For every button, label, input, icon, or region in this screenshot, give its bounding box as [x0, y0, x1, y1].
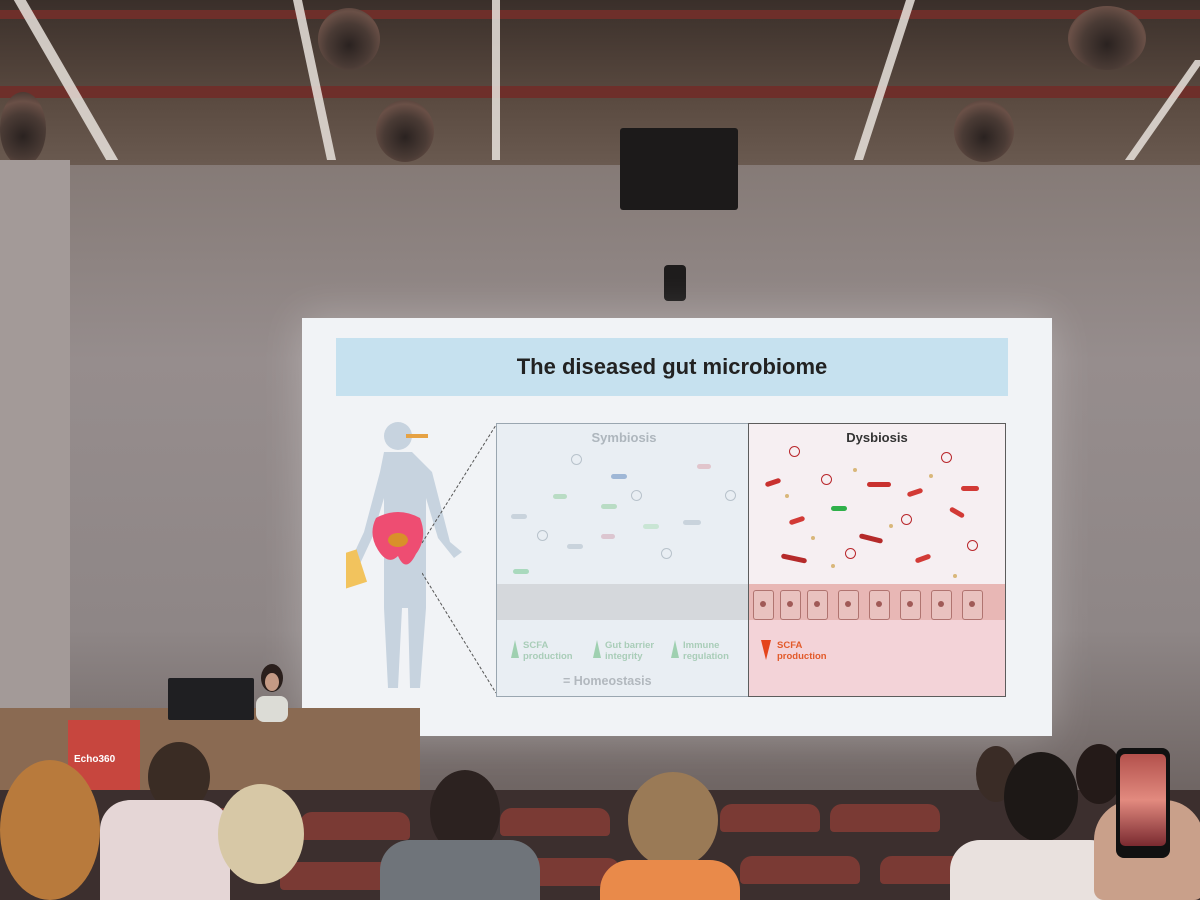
ceiling-beam	[0, 86, 1200, 98]
metabolite-dot	[953, 574, 957, 578]
camera-icon	[664, 265, 686, 301]
seat	[720, 804, 820, 832]
epithelial-cell	[838, 590, 859, 620]
virus-icon	[941, 452, 952, 463]
poster-text: Echo360	[74, 754, 116, 765]
virus-icon	[821, 474, 832, 485]
epithelial-cell	[900, 590, 921, 620]
virus-icon	[901, 514, 912, 525]
bacterium-icon	[780, 553, 808, 564]
dysbiosis-panel: Dysbiosis	[748, 423, 1006, 697]
seat	[300, 812, 410, 840]
virus-icon	[967, 540, 978, 551]
ceiling-speaker	[376, 100, 434, 162]
arrow-up-icon	[593, 640, 601, 658]
event-poster: Echo360	[68, 720, 140, 800]
audience-head	[1004, 752, 1078, 842]
slide-title: The diseased gut microbiome	[516, 354, 828, 379]
virus-icon	[845, 548, 856, 559]
audience-head	[0, 760, 100, 900]
ceiling	[0, 0, 1200, 165]
bacterium-icon	[831, 506, 847, 511]
human-body-icon	[346, 422, 462, 688]
epithelial-cell	[753, 590, 774, 620]
ceiling-speaker	[1068, 6, 1146, 70]
ceiling-speaker	[954, 100, 1014, 162]
ceiling-light	[492, 0, 500, 160]
left-wall	[0, 160, 70, 760]
seat	[830, 804, 940, 832]
audience-person	[950, 840, 1120, 900]
gut-epithelium	[497, 584, 751, 620]
audience-head	[218, 784, 304, 884]
stat-immune: Immune regulation	[683, 640, 729, 662]
ceiling-beam	[0, 10, 1200, 19]
epithelial-cell	[807, 590, 828, 620]
bacterium-icon	[513, 569, 529, 574]
virus-icon	[789, 446, 800, 457]
bacterium-icon	[867, 482, 891, 487]
zoom-lines	[422, 424, 497, 694]
dysbiosis-lower-area	[749, 620, 1005, 696]
seat	[500, 808, 610, 836]
dysbiosis-label: Dysbiosis	[846, 430, 908, 445]
metabolite-dot	[889, 524, 893, 528]
homeostasis-label: = Homeostasis	[563, 674, 652, 688]
ceiling-speaker	[318, 8, 380, 70]
ceiling-speaker	[0, 92, 46, 166]
virus-icon	[571, 454, 582, 465]
epithelial-cell	[780, 590, 801, 620]
arrow-up-icon	[511, 640, 519, 658]
bacterium-icon	[601, 504, 617, 509]
virus-icon	[725, 490, 736, 501]
audience-head	[628, 772, 718, 868]
bacterium-icon	[788, 515, 806, 526]
audience-person	[100, 800, 230, 900]
bacterium-icon	[683, 520, 701, 525]
arrow-down-icon	[761, 640, 771, 660]
bacterium-icon	[643, 524, 659, 529]
presenter	[256, 664, 288, 722]
metabolite-dot	[853, 468, 857, 472]
laptop	[168, 678, 254, 720]
epithelial-cell	[962, 590, 983, 620]
bacterium-icon	[961, 486, 979, 491]
stat-scfa-dysbiosis: SCFA production	[777, 640, 827, 662]
slide-title-band: The diseased gut microbiome	[336, 338, 1008, 396]
bacterium-icon	[906, 487, 924, 498]
symbiosis-panel: Symbiosis SCFA production Gut barrier in…	[496, 423, 752, 697]
bacterium-icon	[764, 477, 782, 488]
bacterium-icon	[511, 514, 527, 519]
projector	[620, 128, 738, 210]
virus-icon	[661, 548, 672, 559]
virus-icon	[631, 490, 642, 501]
metabolite-dot	[785, 494, 789, 498]
stat-scfa: SCFA production	[523, 640, 573, 662]
virus-icon	[537, 530, 548, 541]
epithelial-cell	[869, 590, 890, 620]
audience-person	[600, 860, 740, 900]
arrow-up-icon	[671, 640, 679, 658]
bacterium-icon	[858, 533, 884, 544]
bacterium-icon	[948, 506, 966, 519]
bacterium-icon	[553, 494, 567, 499]
metabolite-dot	[929, 474, 933, 478]
metabolite-dot	[831, 564, 835, 568]
epithelial-cell	[931, 590, 952, 620]
stat-gut-barrier: Gut barrier integrity	[605, 640, 655, 662]
bacterium-icon	[567, 544, 583, 549]
bacterium-icon	[697, 464, 711, 469]
audience-person	[380, 840, 540, 900]
projection-screen: The diseased gut microbiome Symbiosis	[302, 318, 1052, 736]
smartphone	[1116, 748, 1170, 858]
bacterium-icon	[611, 474, 627, 479]
metabolite-dot	[811, 536, 815, 540]
bacterium-icon	[914, 553, 932, 564]
bacterium-icon	[601, 534, 615, 539]
symbiosis-label: Symbiosis	[591, 430, 657, 445]
seat	[740, 856, 860, 884]
phone-screen	[1120, 754, 1166, 846]
audience-head	[1076, 744, 1122, 804]
